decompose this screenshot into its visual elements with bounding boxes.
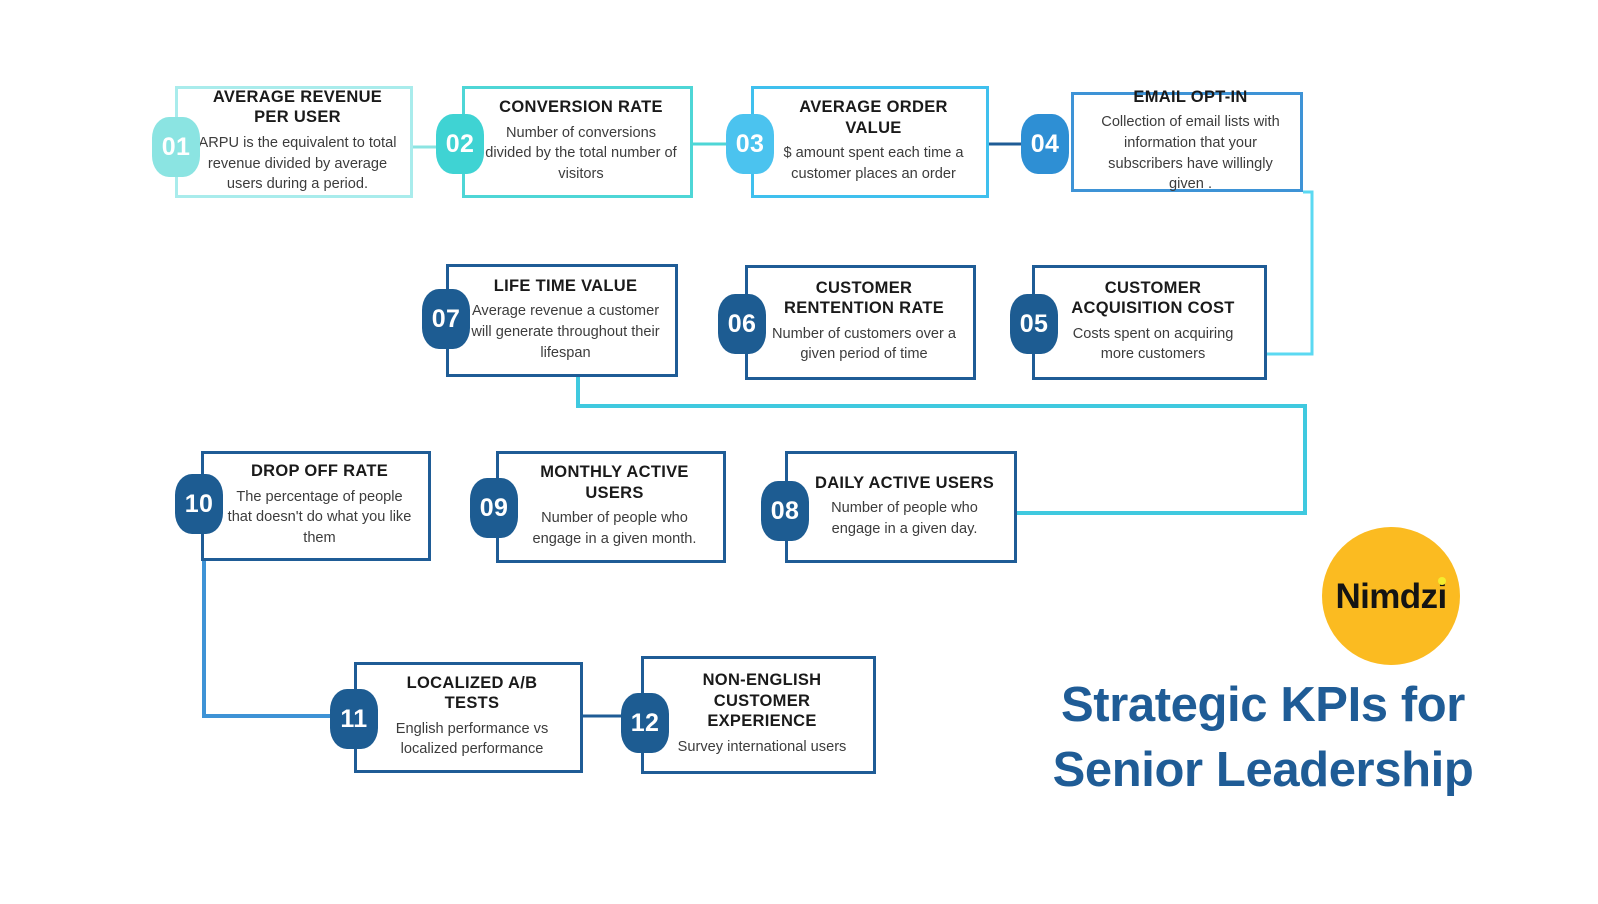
page-title: Strategic KPIs for Senior Leadership (1028, 673, 1498, 803)
nimdzi-wordmark-text: Nimdzi (1335, 576, 1447, 616)
kpi-badge-04[interactable]: 04 (1021, 114, 1069, 174)
kpi-card-description: Number of people who engage in a given d… (831, 500, 978, 537)
kpi-card-description: Number of people who engage in a given m… (532, 510, 697, 547)
kpi-card-description: English performance vs localized perform… (395, 720, 549, 758)
kpi-card-title: CONVERSION RATE (499, 98, 663, 117)
kpi-card-title: DAILY ACTIVE USERS (815, 473, 994, 492)
kpi-card-05[interactable]: CUSTOMER ACQUISITION COST Costs spent on … (1032, 265, 1267, 380)
kpi-card-10[interactable]: DROP OFF RATE The percentage of people th… (201, 451, 431, 561)
kpi-badge-01[interactable]: 01 (152, 117, 200, 177)
kpi-card-03[interactable]: AVERAGE ORDER VALUE $ amount spent each t… (751, 86, 989, 198)
kpi-card-title: CUSTOMER RENTENTION RATE (783, 278, 945, 318)
page-title-line-1: Strategic KPIs for (1061, 678, 1465, 732)
kpi-card-title: AVERAGE REVENUE PER USER (212, 87, 383, 127)
kpi-badge-09[interactable]: 09 (470, 478, 518, 538)
kpi-card-title: MONTHLY ACTIVE USERS (540, 463, 689, 502)
kpi-card-description: Collection of email lists with informati… (1101, 114, 1280, 193)
kpi-badge-07[interactable]: 07 (422, 289, 470, 349)
kpi-card-09[interactable]: MONTHLY ACTIVE USERS Number of people who… (496, 451, 726, 563)
kpi-card-description: $ amount spent each time a customer plac… (783, 145, 964, 182)
kpi-card-08[interactable]: DAILY ACTIVE USERS Number of people who e… (785, 451, 1017, 563)
kpi-badge-08[interactable]: 08 (761, 481, 809, 541)
kpi-badge-12[interactable]: 12 (621, 693, 669, 753)
kpi-card-04[interactable]: EMAIL OPT-IN Collection of email lists wi… (1071, 88, 1303, 193)
kpi-badge-06[interactable]: 06 (718, 294, 766, 354)
kpi-card-01[interactable]: AVERAGE REVENUE PER USER ARPU is the equi… (175, 86, 413, 198)
kpi-card-title: NON-ENGLISH CUSTOMER EXPERIENCE (702, 671, 822, 731)
kpi-card-06[interactable]: CUSTOMER RENTENTION RATE Number of custom… (745, 265, 976, 380)
kpi-badge-02[interactable]: 02 (436, 114, 484, 174)
kpi-card-title: LIFE TIME VALUE (493, 276, 638, 295)
kpi-card-02[interactable]: CONVERSION RATE Number of conversions div… (462, 86, 693, 198)
kpi-card-description: Survey international users (677, 738, 847, 755)
kpi-card-description: Costs spent on acquiring more customers (1072, 325, 1234, 363)
kpi-badge-11[interactable]: 11 (330, 689, 378, 749)
kpi-badge-03[interactable]: 03 (726, 114, 774, 174)
kpi-card-12[interactable]: NON-ENGLISH CUSTOMER EXPERIENCE Survey in… (641, 656, 876, 774)
nimdzi-wordmark: Nimdzi (1335, 576, 1447, 616)
kpi-card-title: CUSTOMER ACQUISITION COST (1071, 278, 1235, 318)
kpi-card-11[interactable]: LOCALIZED A/B TESTS English performance v… (354, 662, 583, 773)
nimdzi-logo-dot (1437, 576, 1446, 585)
kpi-card-title: DROP OFF RATE (250, 462, 389, 481)
kpi-card-description: Number of conversions divided by the tot… (485, 124, 677, 183)
kpi-card-description: Average revenue a customer will generate… (471, 303, 660, 361)
kpi-card-title: AVERAGE ORDER VALUE (799, 98, 948, 137)
kpi-badge-10[interactable]: 10 (175, 474, 223, 534)
kpi-card-title: EMAIL OPT-IN (1133, 87, 1248, 106)
kpi-card-description: Number of customers over a given period … (771, 325, 957, 363)
kpi-card-07[interactable]: LIFE TIME VALUE Average revenue a custome… (446, 264, 678, 377)
kpi-card-description: ARPU is the equivalent to total revenue … (198, 134, 397, 193)
kpi-card-title: LOCALIZED A/B TESTS (406, 673, 538, 713)
nimdzi-logo: Nimdzi (1322, 527, 1460, 665)
page-title-line-2: Senior Leadership (1052, 743, 1474, 798)
kpi-badge-05[interactable]: 05 (1010, 294, 1058, 354)
connector-04-to-05 (1267, 190, 1314, 356)
kpi-card-description: The percentage of people that doesn't do… (227, 488, 412, 547)
